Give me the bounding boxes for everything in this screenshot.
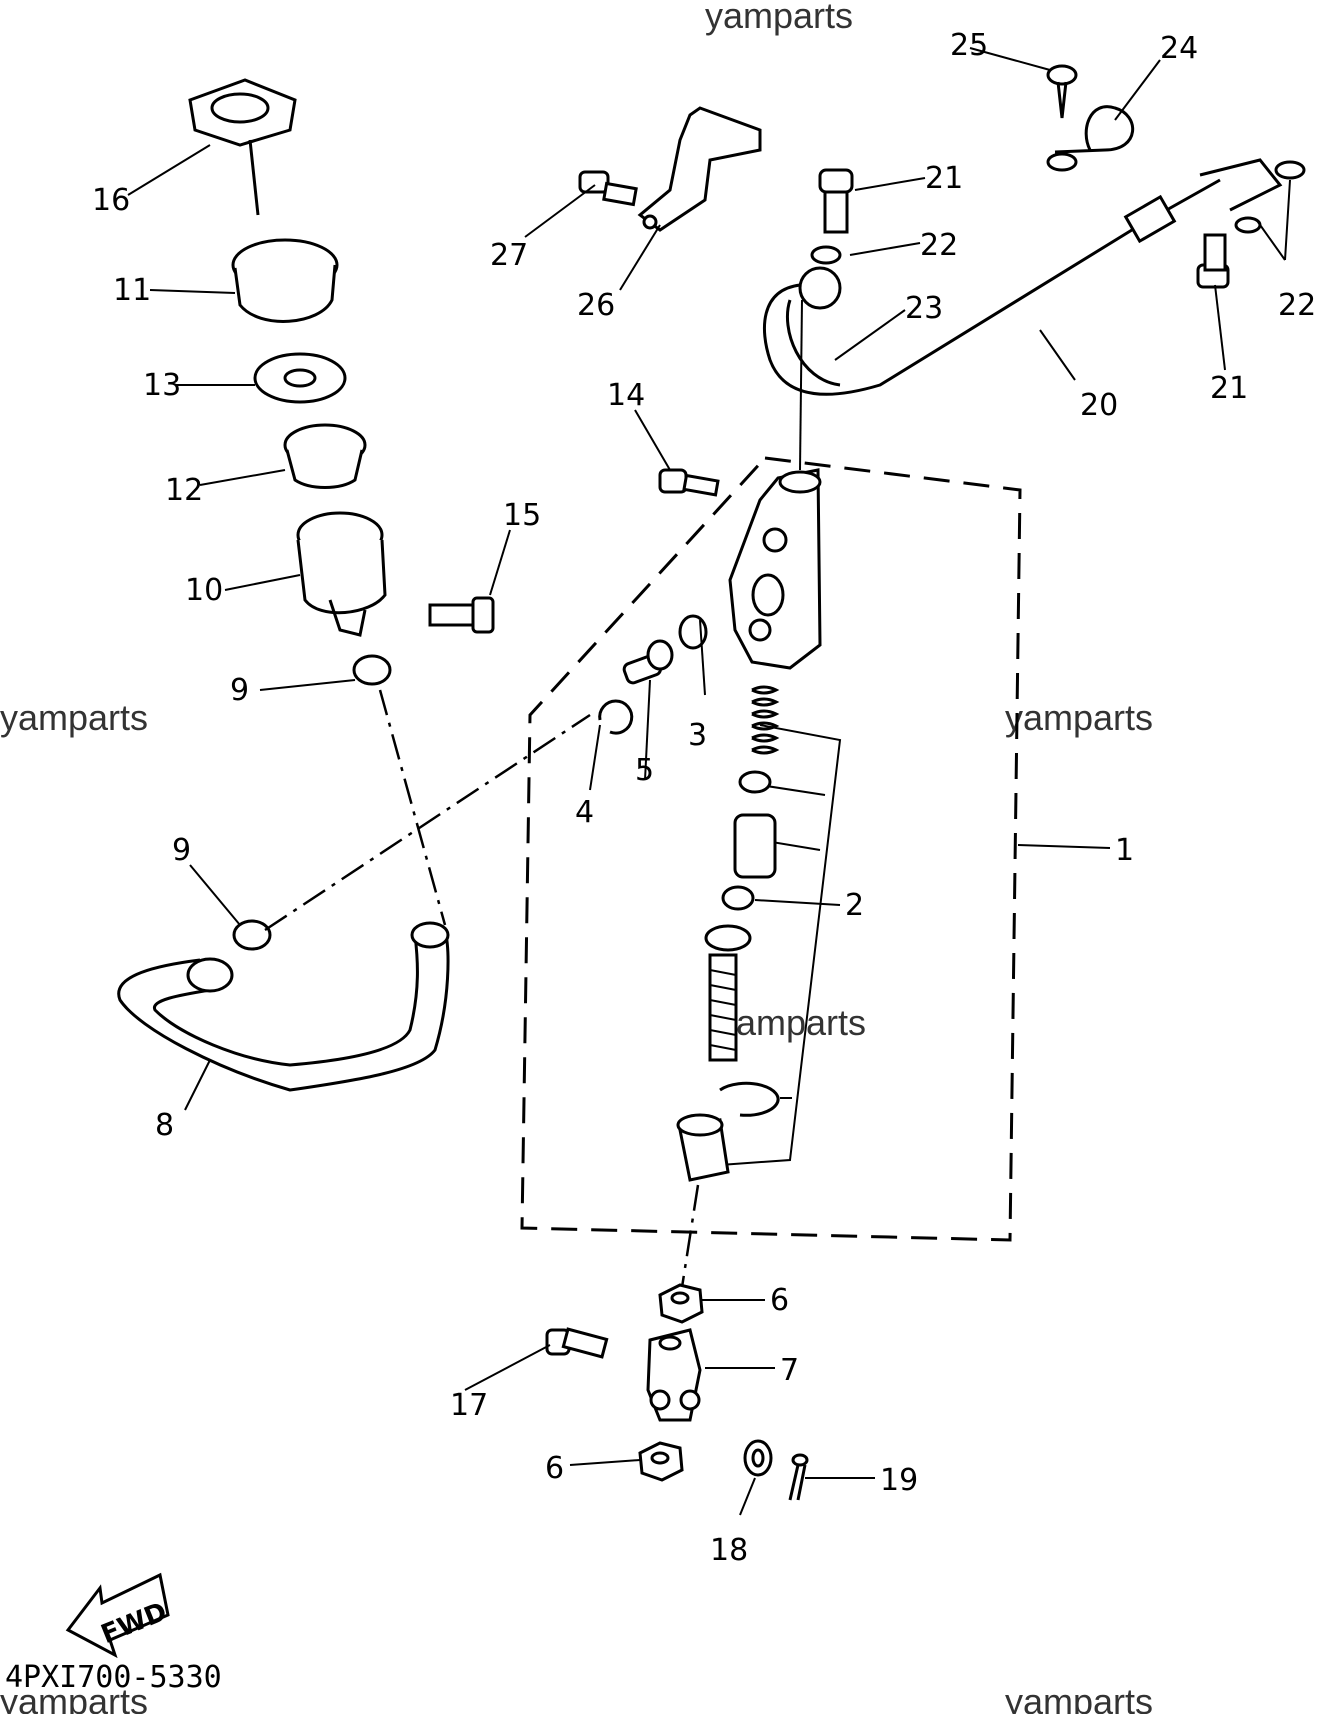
flow-line-lower xyxy=(264,713,591,932)
callout-23: 23 xyxy=(905,291,943,326)
master-cylinder-body xyxy=(728,468,822,670)
callout-10: 10 xyxy=(185,573,223,608)
callout-4: 4 xyxy=(575,795,594,830)
cotter-pin-19 xyxy=(788,1453,809,1501)
bracket-2 xyxy=(719,724,842,1166)
callout-5: 5 xyxy=(635,753,654,788)
callout-7: 7 xyxy=(780,1353,799,1388)
fwd-arrow-icon: FWD xyxy=(65,1572,171,1659)
callout-8: 8 xyxy=(155,1108,174,1143)
flow-line-rod xyxy=(678,1184,700,1301)
flow-line-upper xyxy=(378,689,447,926)
watermark-bottom-left: yamparts xyxy=(0,1681,148,1714)
callout-21-top: 21 xyxy=(925,161,963,196)
leader-1 xyxy=(1017,844,1111,849)
screw-25 xyxy=(1046,64,1078,119)
watermark-top: yamparts xyxy=(705,0,853,36)
watermark-left: yamparts xyxy=(0,697,148,738)
callout-12: 12 xyxy=(165,473,203,508)
bolt-15 xyxy=(428,596,495,634)
watermark-bottom-right: yamparts xyxy=(1005,1681,1153,1714)
nut-6-upper xyxy=(658,1283,704,1324)
pin-17 xyxy=(545,1327,609,1359)
callout-19: 19 xyxy=(880,1463,918,1498)
hose-clamp-bracket xyxy=(1046,105,1134,172)
callout-6-upper: 6 xyxy=(770,1283,789,1318)
brake-hose xyxy=(763,158,1306,471)
callout-16: 16 xyxy=(92,183,130,218)
callout-26: 26 xyxy=(577,288,615,323)
callout-1: 1 xyxy=(1115,833,1134,868)
assembly-boundary xyxy=(520,456,1022,1242)
callout-27: 27 xyxy=(490,238,528,273)
reservoir-cap-16 xyxy=(188,78,297,216)
callout-18: 18 xyxy=(710,1533,748,1568)
callout-13: 13 xyxy=(143,368,181,403)
banjo-bolt-right xyxy=(1196,216,1262,289)
callout-17: 17 xyxy=(450,1388,488,1423)
callout-9-upper: 9 xyxy=(230,673,249,708)
callout-25: 25 xyxy=(950,28,988,63)
leader-lines xyxy=(127,47,1291,1516)
callout-11: 11 xyxy=(113,273,151,308)
inlet-fitting xyxy=(598,614,708,735)
diagram-code: 4PXI700-5330 xyxy=(5,1660,222,1695)
callouts: 1 2 3 4 5 6 6 7 8 9 9 10 11 12 13 14 15 … xyxy=(92,28,1316,1568)
reservoir-cap-11 xyxy=(231,238,339,323)
banjo-bolt-top xyxy=(810,168,854,265)
diaphragm-12 xyxy=(283,423,367,489)
clevis-7 xyxy=(646,1328,702,1422)
watermark-center: yamparts xyxy=(718,1002,866,1043)
bolt-14 xyxy=(658,468,720,497)
piston-kit xyxy=(676,685,780,1182)
callout-6-lower: 6 xyxy=(545,1451,564,1486)
callout-24: 24 xyxy=(1160,31,1198,66)
bolt-27 xyxy=(578,170,638,207)
diaphragm-plate-13 xyxy=(253,352,347,404)
hose-clip-lower xyxy=(232,919,272,951)
callout-22-right: 22 xyxy=(1278,288,1316,323)
callout-9-lower: 9 xyxy=(172,833,191,868)
watermark-right: yamparts xyxy=(1005,697,1153,738)
nut-6-lower xyxy=(638,1441,684,1482)
reservoir-hose-8 xyxy=(117,921,450,1092)
callout-14: 14 xyxy=(607,378,645,413)
callout-3: 3 xyxy=(688,718,707,753)
hose-clip-upper xyxy=(352,654,392,686)
bracket-26 xyxy=(637,106,762,232)
callout-20: 20 xyxy=(1080,388,1118,423)
reservoir-10 xyxy=(296,511,387,637)
washer-18 xyxy=(743,1439,773,1477)
callout-21-right: 21 xyxy=(1210,371,1248,406)
callout-22-top: 22 xyxy=(920,228,958,263)
callout-15: 15 xyxy=(503,498,541,533)
callout-2: 2 xyxy=(845,888,864,923)
